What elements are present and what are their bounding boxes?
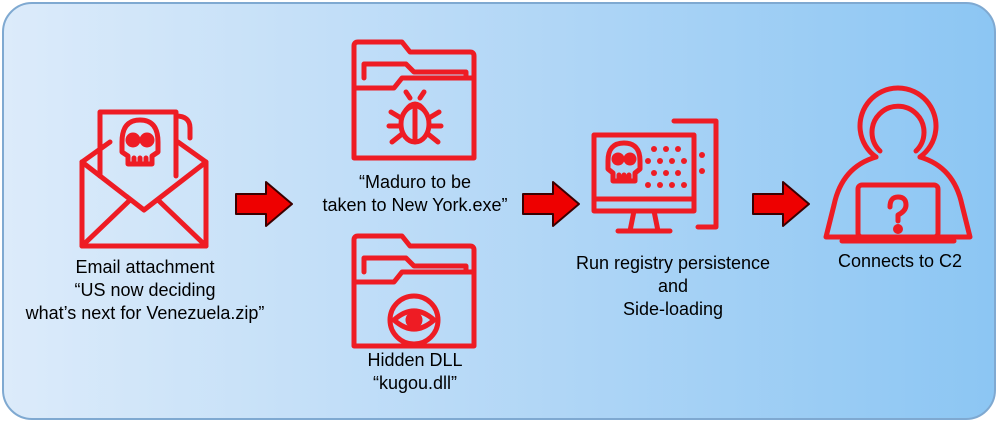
label-line: taken to New York.exe” [322, 195, 508, 215]
hidden-dll-label: Hidden DLL “kugou.dll” [315, 349, 515, 395]
label-line: “US now deciding [74, 280, 216, 300]
persistence-label: Run registry persistence and Side-loadin… [560, 252, 786, 321]
email-with-skull-icon [79, 109, 209, 249]
label-line: Run registry persistence [575, 253, 771, 273]
label-line: Hidden DLL [367, 350, 463, 370]
label-line: Side-loading [622, 299, 724, 319]
email-attachment-label: Email attachment “US now deciding what’s… [20, 256, 270, 325]
folder-with-bug-icon [351, 39, 477, 161]
label-line: Email attachment [75, 257, 215, 277]
arrow-right-icon [522, 181, 580, 227]
exe-file-label: “Maduro to be taken to New York.exe” [305, 171, 525, 217]
folder-with-eye-icon [351, 233, 477, 349]
arrow-right-icon [235, 181, 293, 227]
label-line: “kugou.dll” [372, 373, 458, 393]
label-line: Connects to C2 [837, 251, 963, 271]
label-line: what’s next for Venezuela.zip” [25, 303, 265, 323]
label-line: and [657, 276, 689, 296]
computer-with-skull-icon [591, 118, 719, 234]
arrow-right-icon [752, 181, 810, 227]
label-line: “Maduro to be [358, 172, 472, 192]
c2-label: Connects to C2 [800, 250, 1000, 273]
hacker-with-laptop-icon [823, 85, 973, 244]
